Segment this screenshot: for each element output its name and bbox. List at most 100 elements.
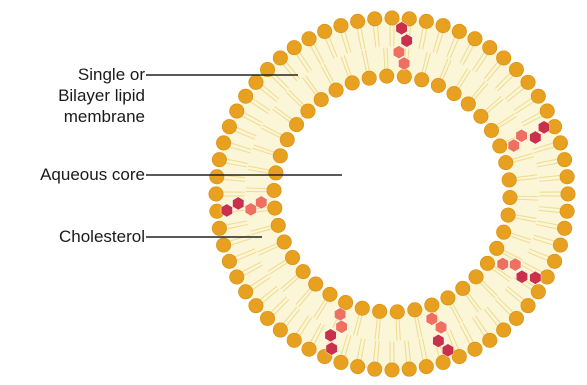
lipid-head-outer	[302, 342, 316, 356]
lipid-head-inner	[496, 225, 510, 239]
lipid-head-outer	[468, 342, 482, 356]
lipid-head-inner	[380, 69, 394, 83]
lipid-head-outer	[222, 254, 236, 268]
lipid-head-inner	[447, 86, 461, 100]
lipid-head-outer	[230, 270, 244, 284]
lipid-head-outer	[209, 187, 223, 201]
lipid-head-outer	[531, 285, 545, 299]
lipid-head-inner	[296, 264, 310, 278]
lipid-head-outer	[521, 298, 535, 312]
lipid-head-outer	[287, 40, 301, 54]
lipid-head-outer	[557, 152, 571, 166]
membrane-label: Single or Bilayer lipid membrane	[58, 64, 145, 127]
lipid-head-outer	[287, 333, 301, 347]
lipid-head-outer	[436, 18, 450, 32]
lipid-head-outer	[249, 75, 263, 89]
lipid-head-outer	[483, 40, 497, 54]
lipid-head-inner	[372, 304, 386, 318]
aqueous-core-label: Aqueous core	[40, 164, 145, 185]
lipid-head-inner	[431, 78, 445, 92]
lipid-head-inner	[490, 241, 504, 255]
lipid-head-inner	[390, 305, 404, 319]
lipid-head-inner	[280, 132, 294, 146]
lipid-head-inner	[277, 235, 291, 249]
lipid-head-outer	[509, 311, 523, 325]
lipid-head-inner	[268, 201, 282, 215]
lipid-head-inner	[329, 83, 343, 97]
lipid-head-outer	[350, 14, 364, 28]
lipid-head-outer	[238, 285, 252, 299]
lipid-head-outer	[334, 355, 348, 369]
lipid-head-outer	[560, 204, 574, 218]
lipid-head-inner	[474, 109, 488, 123]
lipid-head-inner	[425, 298, 439, 312]
lipid-head-outer	[273, 323, 287, 337]
lipid-head-outer	[436, 355, 450, 369]
lipid-head-outer	[238, 89, 252, 103]
lipid-head-outer	[531, 89, 545, 103]
lipid-head-inner	[308, 277, 322, 291]
lipid-head-outer	[540, 104, 554, 118]
lipid-head-inner	[362, 71, 376, 85]
lipid-head-outer	[483, 333, 497, 347]
lipid-head-inner	[338, 295, 352, 309]
membrane-label-line-2: Bilayer lipid	[58, 85, 145, 106]
lipid-head-outer	[385, 11, 399, 25]
lipid-head-inner	[273, 149, 287, 163]
lipid-head-inner	[469, 270, 483, 284]
lipid-head-inner	[502, 173, 516, 187]
lipid-head-outer	[540, 270, 554, 284]
lipid-head-inner	[285, 250, 299, 264]
lipid-head-outer	[302, 32, 316, 46]
lipid-head-outer	[368, 12, 382, 26]
lipid-head-outer	[419, 14, 433, 28]
lipid-head-outer	[334, 18, 348, 32]
lipid-head-outer	[273, 51, 287, 65]
lipid-head-inner	[461, 97, 475, 111]
lipid-head-inner	[301, 104, 315, 118]
lipid-head-outer	[385, 363, 399, 377]
lipid-bilayer-membrane	[209, 11, 575, 377]
lipid-head-outer	[509, 62, 523, 76]
lipid-head-inner	[493, 139, 507, 153]
lipid-head-outer	[560, 170, 574, 184]
lipid-head-outer	[452, 349, 466, 363]
lipid-head-inner	[397, 69, 411, 83]
lipid-head-inner	[499, 155, 513, 169]
lipid-head-inner	[267, 183, 281, 197]
membrane-label-line-1: Single or	[58, 64, 145, 85]
lipid-head-outer	[521, 75, 535, 89]
lipid-head-inner	[345, 76, 359, 90]
lipid-head-outer	[547, 254, 561, 268]
lipid-head-outer	[212, 152, 226, 166]
lipid-head-inner	[503, 190, 517, 204]
lipid-head-outer	[212, 221, 226, 235]
lipid-head-outer	[561, 187, 575, 201]
lipid-head-inner	[480, 256, 494, 270]
lipid-head-inner	[408, 303, 422, 317]
lipid-head-outer	[496, 51, 510, 65]
membrane-label-line-3: membrane	[58, 106, 145, 127]
lipid-head-inner	[441, 291, 455, 305]
lipid-head-inner	[355, 301, 369, 315]
lipid-head-inner	[271, 218, 285, 232]
lipid-head-outer	[317, 24, 331, 38]
membrane-band	[245, 47, 539, 341]
lipid-head-outer	[553, 238, 567, 252]
lipid-head-outer	[216, 238, 230, 252]
lipid-head-inner	[269, 166, 283, 180]
lipid-head-outer	[249, 298, 263, 312]
lipid-head-inner	[484, 123, 498, 137]
lipid-head-outer	[553, 136, 567, 150]
lipid-head-outer	[402, 362, 416, 376]
lipid-head-outer	[216, 136, 230, 150]
lipid-head-inner	[501, 208, 515, 222]
lipid-head-inner	[415, 73, 429, 87]
lipid-head-outer	[557, 221, 571, 235]
lipid-head-outer	[496, 323, 510, 337]
cholesterol-label: Cholesterol	[59, 226, 145, 247]
lipid-head-outer	[419, 359, 433, 373]
lipid-head-inner	[323, 287, 337, 301]
lipid-head-outer	[452, 24, 466, 38]
